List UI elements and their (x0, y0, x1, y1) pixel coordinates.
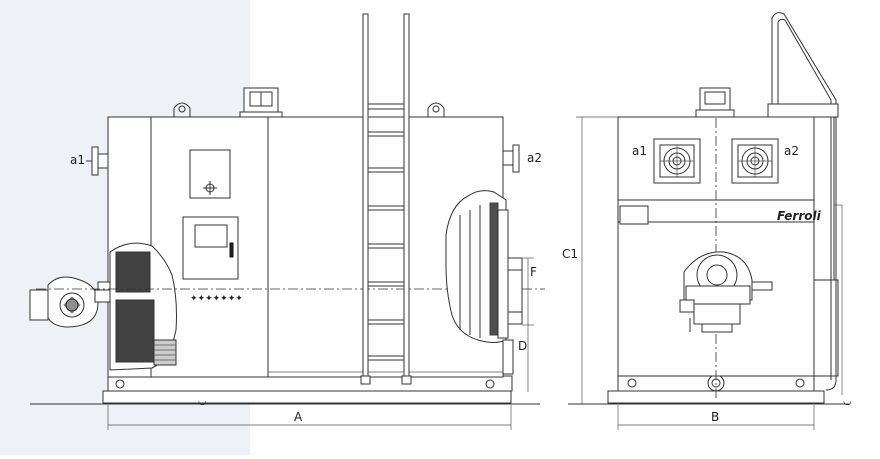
label-a1-front: a1 (632, 144, 647, 158)
flange-a1 (86, 146, 109, 176)
front-cutaway (109, 242, 177, 371)
dimension-b (617, 405, 815, 430)
label-c1: C1 (562, 247, 578, 261)
svg-text:✦✦✦✦✦✦✦: ✦✦✦✦✦✦✦ (190, 294, 243, 304)
ferroli-logo: Ferroli (777, 209, 822, 223)
lifting-eye (173, 102, 191, 117)
label-f: F (530, 265, 537, 279)
label-a2-side: a2 (527, 151, 542, 165)
lifting-eye (427, 102, 445, 117)
label-a: A (294, 410, 303, 424)
side-view: a1 a2 ✦✦✦✦✦✦ (29, 13, 545, 430)
rear-cutaway (445, 190, 523, 375)
flange-a2 (502, 144, 520, 173)
control-panel (182, 216, 239, 280)
svg-text:◡: ◡ (198, 396, 207, 407)
base-frame (107, 375, 513, 392)
top-flange (239, 87, 283, 118)
dimension-a (107, 405, 512, 430)
rivet-row: ✦✦✦✦✦✦✦ (190, 294, 243, 304)
label-d: D (518, 339, 527, 353)
label-b: B (711, 410, 719, 424)
burner-front (679, 251, 773, 333)
nameplate (619, 205, 649, 225)
front-view: a1 a2 Ferroli (562, 12, 852, 430)
ladder (360, 13, 412, 385)
inspection-window (189, 149, 231, 199)
label-a1-side: a1 (70, 153, 85, 167)
base-skid (102, 390, 512, 404)
svg-text:◡: ◡ (843, 396, 852, 407)
flange-a2-front (731, 138, 779, 184)
dimension-c1 (576, 116, 618, 404)
flange-a1-front (653, 138, 701, 184)
top-flange-front (695, 87, 735, 118)
label-a2-front: a2 (784, 144, 799, 158)
side-railing (767, 12, 839, 391)
